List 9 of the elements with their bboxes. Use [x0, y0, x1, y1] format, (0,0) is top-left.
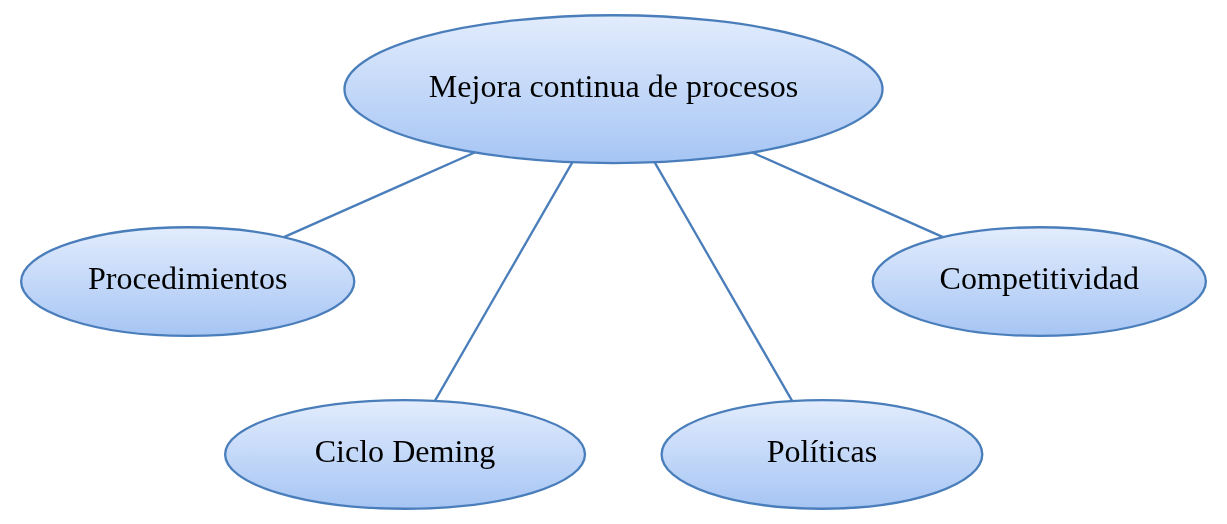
node-ellipse: Mejora continua de procesos	[343, 14, 884, 165]
node-ellipse: Ciclo Deming	[223, 398, 587, 510]
connector	[434, 161, 574, 402]
connector	[283, 151, 476, 239]
connector	[751, 151, 944, 239]
node-ellipse: Políticas	[660, 398, 984, 510]
connector	[653, 161, 793, 402]
node-ellipse: Procedimientos	[19, 226, 356, 338]
node-ellipse: Competitividad	[871, 226, 1208, 338]
